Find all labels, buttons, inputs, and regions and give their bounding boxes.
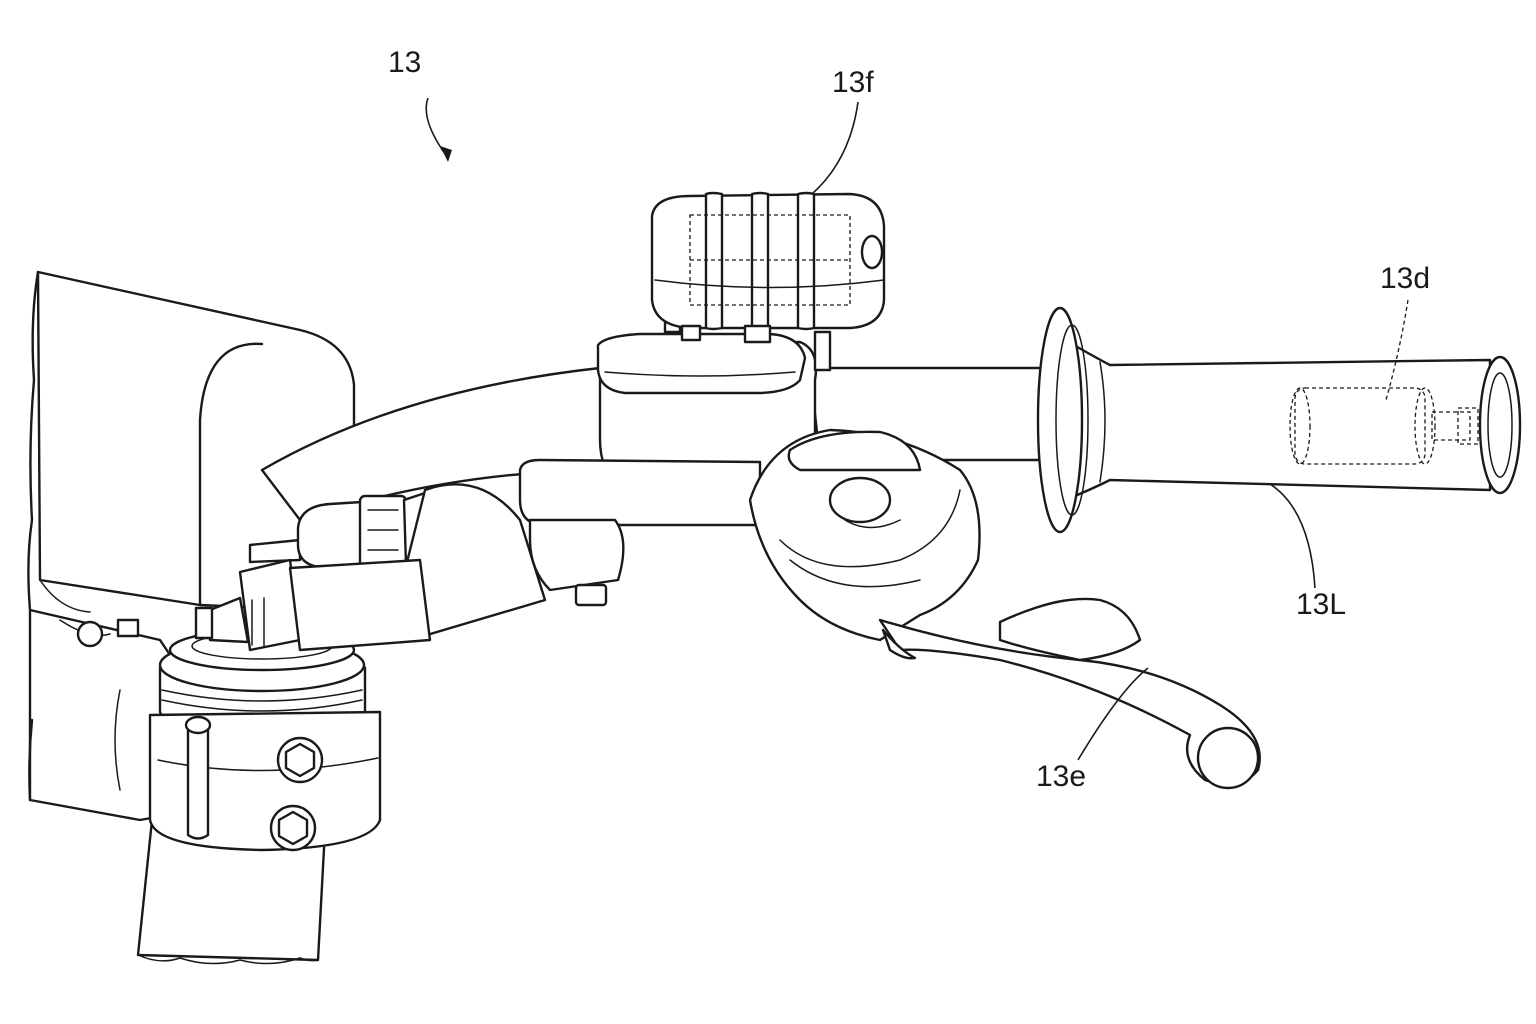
label-assembly: 13 [388, 46, 421, 79]
label-switch: 13f [832, 66, 874, 99]
handlebar-clamp [148, 710, 382, 852]
switch-box [650, 191, 886, 344]
grip [1036, 306, 1522, 534]
leader-lines [425, 97, 1409, 761]
cable-housing [194, 483, 547, 652]
arrowhead-icon [440, 146, 452, 162]
clutch-lever-assembly [748, 428, 1261, 790]
label-sensor: 13d [1380, 262, 1430, 295]
bolt-icon [276, 736, 324, 784]
bolt-icon [269, 804, 317, 852]
master-cylinder [518, 330, 832, 607]
label-lever: 13e [1036, 760, 1086, 793]
grip-sensor [1289, 387, 1479, 465]
label-grip: 13L [1296, 588, 1346, 621]
